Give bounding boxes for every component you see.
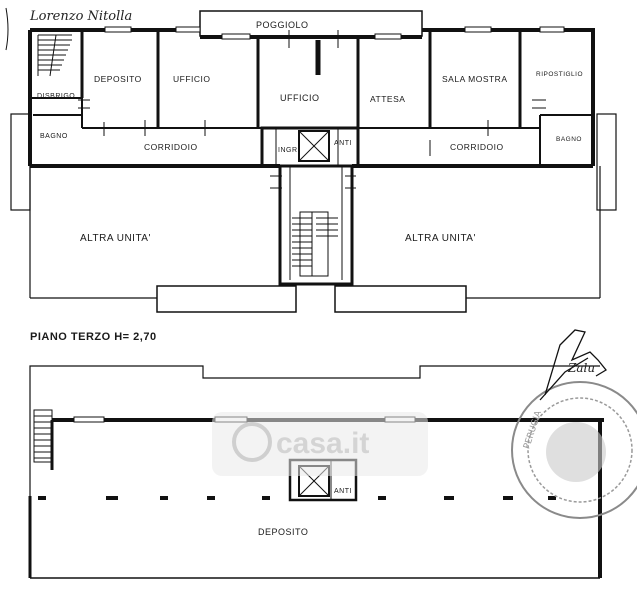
room-deposito: DEPOSITO [94,74,142,84]
watermark: casa.it [212,412,428,476]
room-corridoio-right: CORRIDOIO [450,142,504,152]
floor-title: PIANO TERZO H= 2,70 [30,331,157,343]
room-altra-unita-right: ALTRA UNITA' [405,233,476,244]
stamp-text: PERUGIA [522,409,544,451]
room-bagno-right: BAGNO [556,136,582,143]
upper-elevator [298,130,330,162]
room-ingr: INGR [278,147,298,154]
watermark-text: casa.it [276,427,369,460]
pillar-row [38,496,556,500]
header-signature: Lorenzo Nitolla [29,9,132,24]
room-anti: ANTI [334,140,352,147]
room-corridoio-left: CORRIDOIO [144,142,198,152]
central-stair [292,211,338,277]
official-stamp: PERUGIA [511,381,637,519]
margin-bracket [5,7,9,51]
room-ufficio-left: UFFICIO [173,74,211,84]
balcony-right [334,285,467,313]
room-disbrigo: DISBRIGO [37,93,75,100]
room-ripostiglio: RIPOSTIGLIO [536,71,583,78]
lower-stair [33,409,53,463]
room-altra-unita-left: ALTRA UNITA' [80,233,151,244]
room-anti-lower: ANTI [334,488,352,495]
upper-windows [104,26,565,40]
room-bagno-left: BAGNO [40,133,68,140]
room-ufficio-center: UFFICIO [280,93,320,103]
balcony-left [156,285,297,313]
upper-floor: Lorenzo Nitolla [5,7,617,313]
room-deposito-lower: DEPOSITO [258,527,308,537]
door-marks [78,30,546,156]
room-sala-mostra: SALA MOSTRA [442,74,508,84]
room-poggiolo: POGGIOLO [256,20,309,30]
signature-text: Zalu [567,361,595,375]
poggiolo-outline [199,10,423,37]
upper-labels: POGGIOLO DEPOSITO UFFICIO UFFICIO ATTESA… [37,20,583,244]
signature-mark: Zalu [539,329,607,401]
room-attesa: ATTESA [370,94,405,104]
lower-labels: DEPOSITO ANTI [258,488,352,537]
upper-stair [37,34,72,77]
